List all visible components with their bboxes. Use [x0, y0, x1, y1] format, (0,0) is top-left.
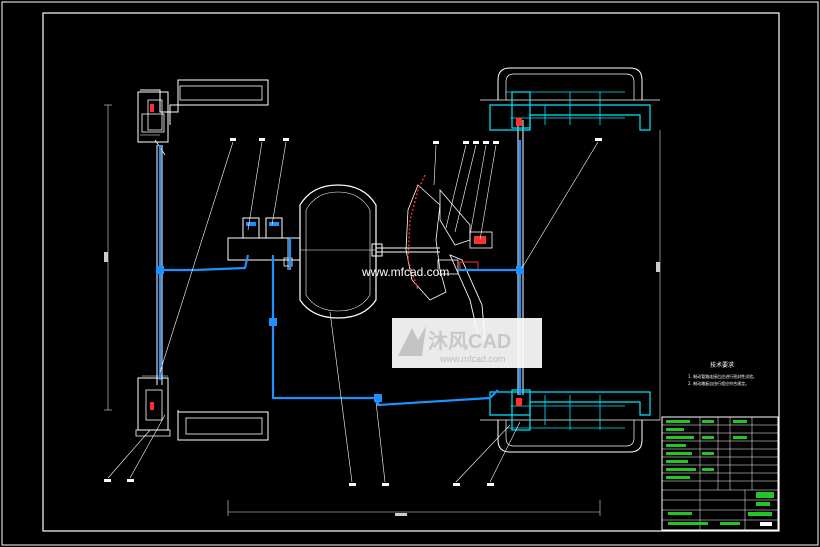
pedal-assembly [371, 174, 493, 341]
leader-lines [107, 141, 599, 483]
brake-line-fittings [156, 266, 524, 402]
lower-right-wheel-assembly [480, 389, 660, 453]
dimension-values [104, 252, 660, 516]
left-axle [156, 145, 163, 385]
upper-right-wheel-assembly [480, 67, 660, 131]
watermark-logo-text: 沐风CAD [428, 330, 511, 353]
watermark-logo: 沐风CAD www.mfcad.com [392, 318, 542, 368]
tech-note-2: 2. 制动踏板自由行程应符合规定。 [688, 380, 749, 386]
lower-left-wheel-assembly [135, 375, 269, 441]
technical-notes: 技术要求 1. 制动管路连接后应进行密封性试验。 2. 制动踏板自由行程应符合规… [688, 361, 757, 386]
master-cylinder [227, 217, 301, 270]
tech-notes-heading: 技术要求 [710, 361, 734, 369]
upper-left-wheel-assembly [137, 79, 269, 156]
tech-note-1: 1. 制动管路连接后应进行密封性试验。 [688, 373, 757, 379]
leader-number-labels [104, 138, 602, 486]
inner-border [42, 12, 780, 532]
title-block [661, 416, 779, 531]
brake-booster [299, 184, 377, 319]
watermark-logo-sub: www.mfcad.com [439, 354, 506, 364]
title-block-entries [666, 420, 774, 525]
watermark-url: www.mfcad.com [361, 265, 449, 279]
